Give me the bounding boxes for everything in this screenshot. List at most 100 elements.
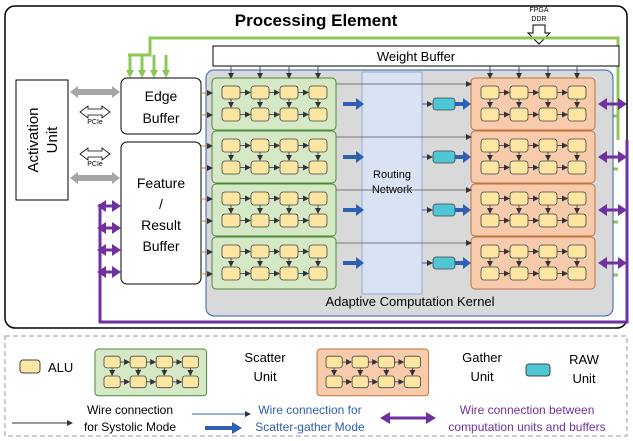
raw-unit-2 <box>432 150 456 164</box>
pe-title: Processing Element <box>235 11 398 30</box>
alu <box>221 160 241 175</box>
purple-left-4-head-r <box>112 266 121 278</box>
legend-scatter-gather-thick <box>205 422 242 434</box>
raw-to-gather-arrow-3 <box>455 204 471 216</box>
pcie-label-top: PCIe <box>87 119 103 126</box>
alu <box>351 375 369 389</box>
edge-buffer <box>120 77 202 135</box>
scatter-unit-4 <box>211 236 337 290</box>
purple-left-3-head-l <box>97 244 106 256</box>
legend-gather-label-1: Gather <box>462 350 502 365</box>
alu <box>279 107 299 122</box>
purple-right-2-head-r <box>618 151 627 163</box>
kernel-label: Adaptive Computation Kernel <box>325 294 494 309</box>
raw-unit-4 <box>432 256 456 270</box>
alu <box>221 191 241 206</box>
alu <box>181 375 199 389</box>
weight-buffer <box>212 45 620 67</box>
alu <box>567 266 587 281</box>
alu <box>279 244 299 259</box>
alu <box>509 160 529 175</box>
purple-left-3-head-r <box>112 244 121 256</box>
gray-arrow-top <box>70 86 120 98</box>
gather-unit-3 <box>470 183 596 237</box>
alu <box>509 107 529 122</box>
alu <box>250 107 270 122</box>
fpga-label: FPGA <box>529 7 548 14</box>
legend-buffer-wire <box>380 412 436 424</box>
alu <box>403 375 421 389</box>
legend-alu-swatch <box>19 359 41 374</box>
raw-to-gather-arrow-2 <box>455 151 471 163</box>
gather-unit-4 <box>470 236 596 290</box>
alu <box>567 191 587 206</box>
alu <box>509 266 529 281</box>
alu <box>567 213 587 228</box>
legend-buffer-label-1: Wire connection between <box>460 403 595 417</box>
routing-label-1: Routing <box>373 169 411 181</box>
alu <box>221 107 241 122</box>
purple-arrows <box>97 98 627 278</box>
alu <box>480 266 500 281</box>
feature-label-1: Feature <box>137 175 185 191</box>
alu <box>509 85 529 100</box>
pcie-arrow-bottom: PCIe <box>79 147 111 168</box>
weight-buffer-label: Weight Buffer <box>377 49 456 64</box>
legend-scatter-grid <box>94 348 208 397</box>
alu <box>250 266 270 281</box>
purple-right-3-head-r <box>618 204 627 216</box>
feature-result-buffer <box>120 141 202 285</box>
alu <box>221 244 241 259</box>
alu <box>308 85 328 100</box>
legend-sg-label-2: Scatter-gather Mode <box>255 420 365 434</box>
purple-right-4-head-l <box>598 257 607 269</box>
scatter-unit-1 <box>211 77 337 131</box>
alu <box>155 355 173 369</box>
legend-gather-swatch <box>316 348 430 397</box>
alu <box>308 191 328 206</box>
alu <box>279 266 299 281</box>
alu <box>221 138 241 153</box>
feature-label-2: / <box>159 196 163 212</box>
alu <box>308 138 328 153</box>
purple-left-4-head-l <box>97 266 106 278</box>
alu <box>103 375 121 389</box>
alu <box>250 160 270 175</box>
purple-left-2-head-r <box>112 222 121 234</box>
green-drop-head-1 <box>126 70 134 78</box>
alu <box>103 355 121 369</box>
alu <box>538 85 558 100</box>
scatter-to-routing-arrow-1 <box>343 98 364 110</box>
alu <box>403 355 421 369</box>
pcie-label-bottom: PCIe <box>87 161 103 168</box>
alu <box>155 375 173 389</box>
alu <box>567 244 587 259</box>
raw-to-gather-arrow-1 <box>455 98 471 110</box>
purple-right-3-head-l <box>598 204 607 216</box>
alu <box>129 355 147 369</box>
raw-to-gather-arrow-4 <box>455 257 471 269</box>
legend-sg-label-1: Wire connection for <box>258 403 361 417</box>
activation-label-1: Activation <box>25 107 42 172</box>
edge-buffer-label-1: Edge <box>145 88 178 104</box>
legend-raw-label-1: RAW <box>569 352 600 367</box>
alu <box>308 160 328 175</box>
alu <box>250 138 270 153</box>
alu <box>279 85 299 100</box>
alu <box>377 355 395 369</box>
legend-systolic-label-1: Wire connection <box>87 403 173 417</box>
alu <box>221 266 241 281</box>
alu <box>221 213 241 228</box>
alu <box>480 160 500 175</box>
alu <box>567 85 587 100</box>
green-drop-head-2 <box>138 70 146 78</box>
alu <box>181 355 199 369</box>
alu <box>567 107 587 122</box>
feature-label-3: Result <box>141 217 181 233</box>
alu <box>250 213 270 228</box>
raw-unit-1 <box>432 97 456 111</box>
alu <box>538 191 558 206</box>
alu <box>538 107 558 122</box>
legend-buffer-label-2: computation units and buffers <box>448 420 605 434</box>
